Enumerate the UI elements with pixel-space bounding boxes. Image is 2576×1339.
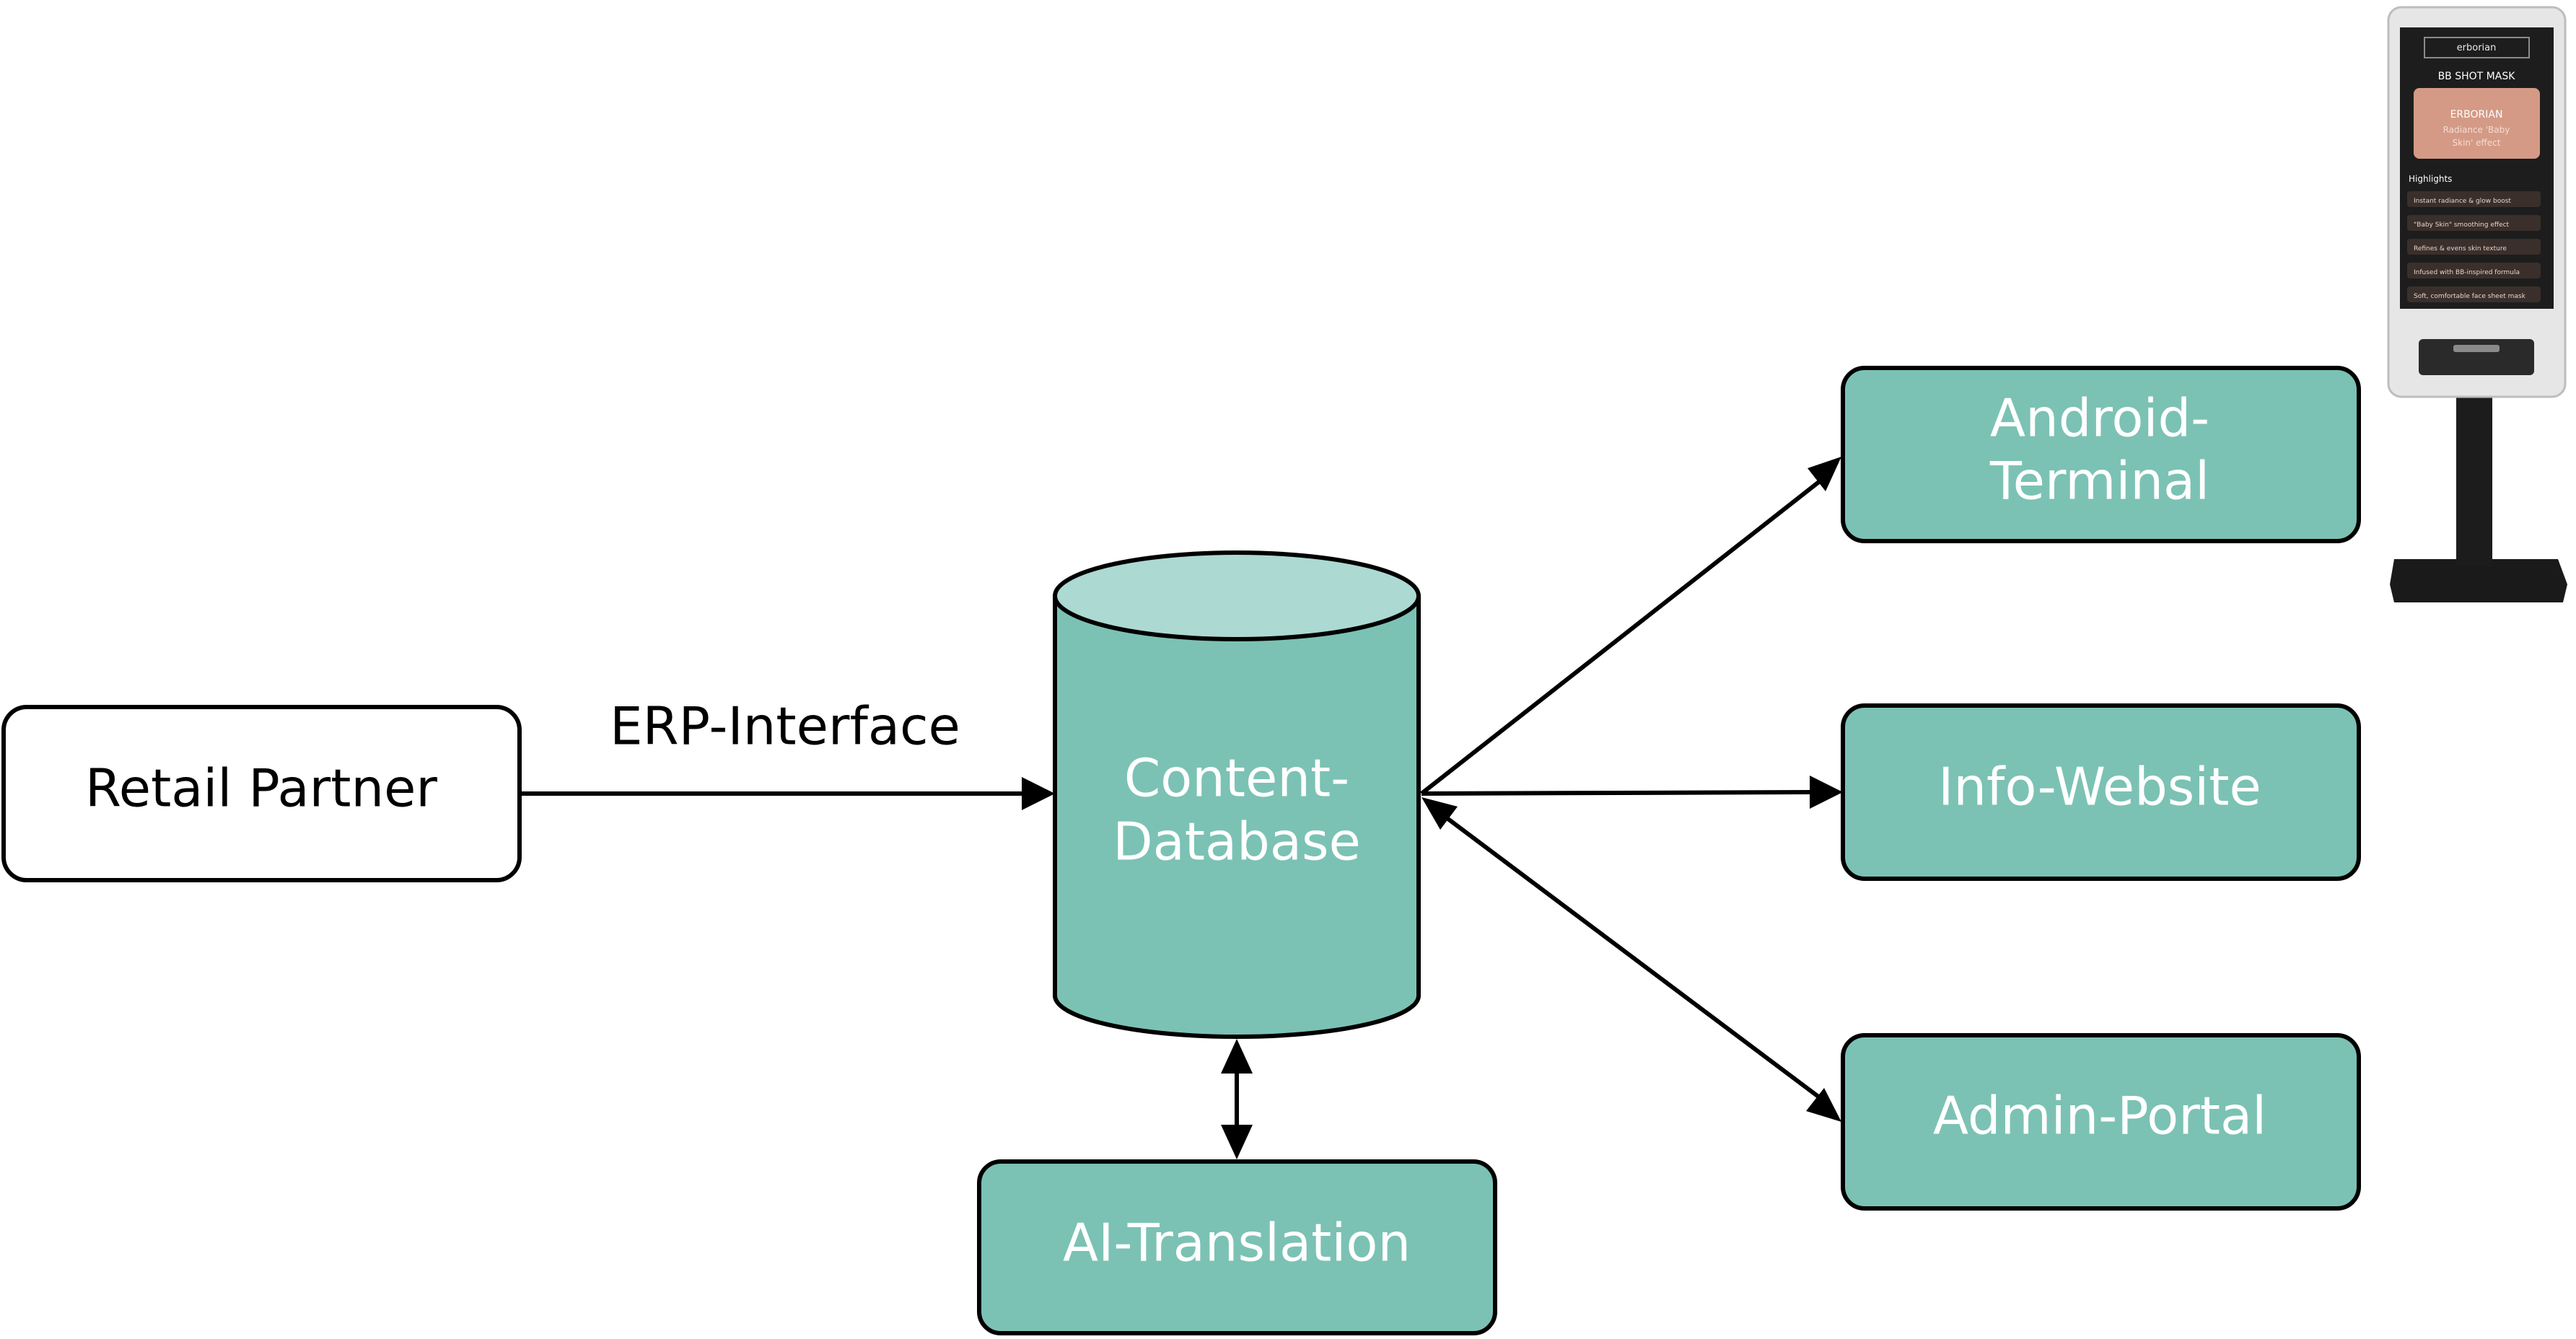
kiosk-terminal-image: erborian BB SHOT MASK ERBORIAN Radiance … [2387,6,2567,602]
arrowhead [1421,797,1458,830]
edge-db-admin-portal [1421,797,1841,1122]
arrowhead [1808,457,1841,491]
kiosk-highlight-item: "Baby Skin" smoothing effect [2414,221,2510,229]
kiosk-product-title: BB SHOT MASK [2438,71,2516,82]
edge-db-info-website [1421,776,1843,809]
content-database-label-1: Content- [1124,748,1349,809]
kiosk-image-brand: ERBORIAN [2450,109,2503,120]
kiosk-highlights-list: Instant radiance & glow boost "Baby Skin… [2407,191,2541,302]
retail-partner-label: Retail Partner [85,758,437,819]
node-android-terminal: Android- Terminal [1841,366,2361,543]
edge-erp-interface: ERP-Interface [520,696,1055,810]
kiosk-brand: erborian [2457,43,2497,53]
node-retail-partner: Retail Partner [1,705,522,882]
kiosk-highlight-item: Instant radiance & glow boost [2414,198,2511,205]
kiosk-highlight-item: Refines & evens skin texture [2414,245,2507,253]
kiosk-highlight-item: Soft, comfortable face sheet mask [2414,293,2526,300]
kiosk-image-tagline-1: Radiance 'Baby [2443,125,2510,135]
kiosk-highlight-item: Infused with BB-inspired formula [2414,269,2520,276]
edge-db-android-terminal [1420,457,1841,796]
arrowhead [1806,1088,1841,1122]
node-ai-translation: AI-Translation [977,1159,1497,1335]
kiosk-product-image [2414,88,2540,159]
node-info-website: Info-Website [1841,703,2361,881]
node-content-database: Content- Database [1053,550,1421,1039]
ai-translation-label: AI-Translation [1063,1213,1411,1273]
edge-db-ai-translation [1221,1039,1253,1159]
android-terminal-label-1: Android- [1990,388,2209,449]
kiosk-base [2390,559,2567,602]
content-database-label-2: Database [1113,812,1361,872]
kiosk-screen [2400,27,2554,309]
admin-portal-label: Admin-Portal [1933,1086,2266,1146]
kiosk-pole [2456,393,2492,566]
arrowhead [1221,1125,1253,1159]
erp-interface-label: ERP-Interface [610,696,960,757]
node-admin-portal: Admin-Portal [1841,1033,2361,1211]
kiosk-image-tagline-2: Skin' effect [2453,138,2501,148]
arrowhead [1022,777,1055,810]
android-terminal-label-2: Terminal [1989,451,2209,512]
arrowhead [1221,1039,1253,1074]
kiosk-highlights-label: Highlights [2409,174,2452,184]
kiosk-scanner [2419,339,2534,375]
arrowhead [1810,776,1843,809]
info-website-label: Info-Website [1938,757,2261,817]
